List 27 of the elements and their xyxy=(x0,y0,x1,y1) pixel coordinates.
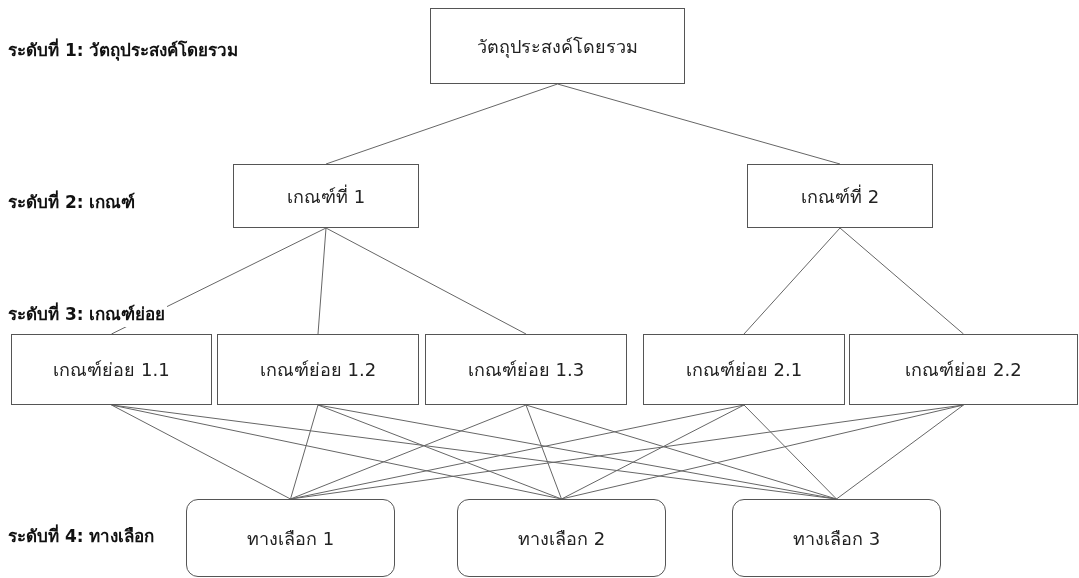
connector-line xyxy=(325,83,558,165)
subcriterion-box: เกณฑ์ย่อย 1.2 xyxy=(217,334,419,405)
connector-line xyxy=(317,404,562,500)
alternative-box: ทางเลือก 1 xyxy=(186,499,395,577)
connector-line xyxy=(743,227,841,335)
connector-line xyxy=(743,404,837,500)
connector-line xyxy=(111,404,291,500)
criterion-box: เกณฑ์ที่ 1 xyxy=(233,164,419,228)
connector-line xyxy=(290,404,527,500)
level-label: ระดับที่ 3: เกณฑ์ย่อย xyxy=(6,300,168,327)
connector-line xyxy=(839,227,964,335)
subcriterion-box: เกณฑ์ย่อย 1.3 xyxy=(425,334,627,405)
connector-line xyxy=(290,404,319,500)
connector-line xyxy=(325,227,527,335)
connector-line xyxy=(525,404,837,500)
goal-box: วัตถุประสงค์โดยรวม xyxy=(430,8,685,84)
subcriterion-box: เกณฑ์ย่อย 2.2 xyxy=(849,334,1078,405)
connector-line xyxy=(525,404,562,500)
connector-line xyxy=(317,227,327,335)
connector-line xyxy=(836,404,964,500)
connector-line xyxy=(557,83,841,165)
subcriterion-box: เกณฑ์ย่อย 1.1 xyxy=(11,334,212,405)
connector-line xyxy=(561,404,745,500)
criterion-box: เกณฑ์ที่ 2 xyxy=(747,164,933,228)
alternative-box: ทางเลือก 3 xyxy=(732,499,941,577)
subcriterion-box: เกณฑ์ย่อย 2.1 xyxy=(643,334,845,405)
alternative-box: ทางเลือก 2 xyxy=(457,499,666,577)
